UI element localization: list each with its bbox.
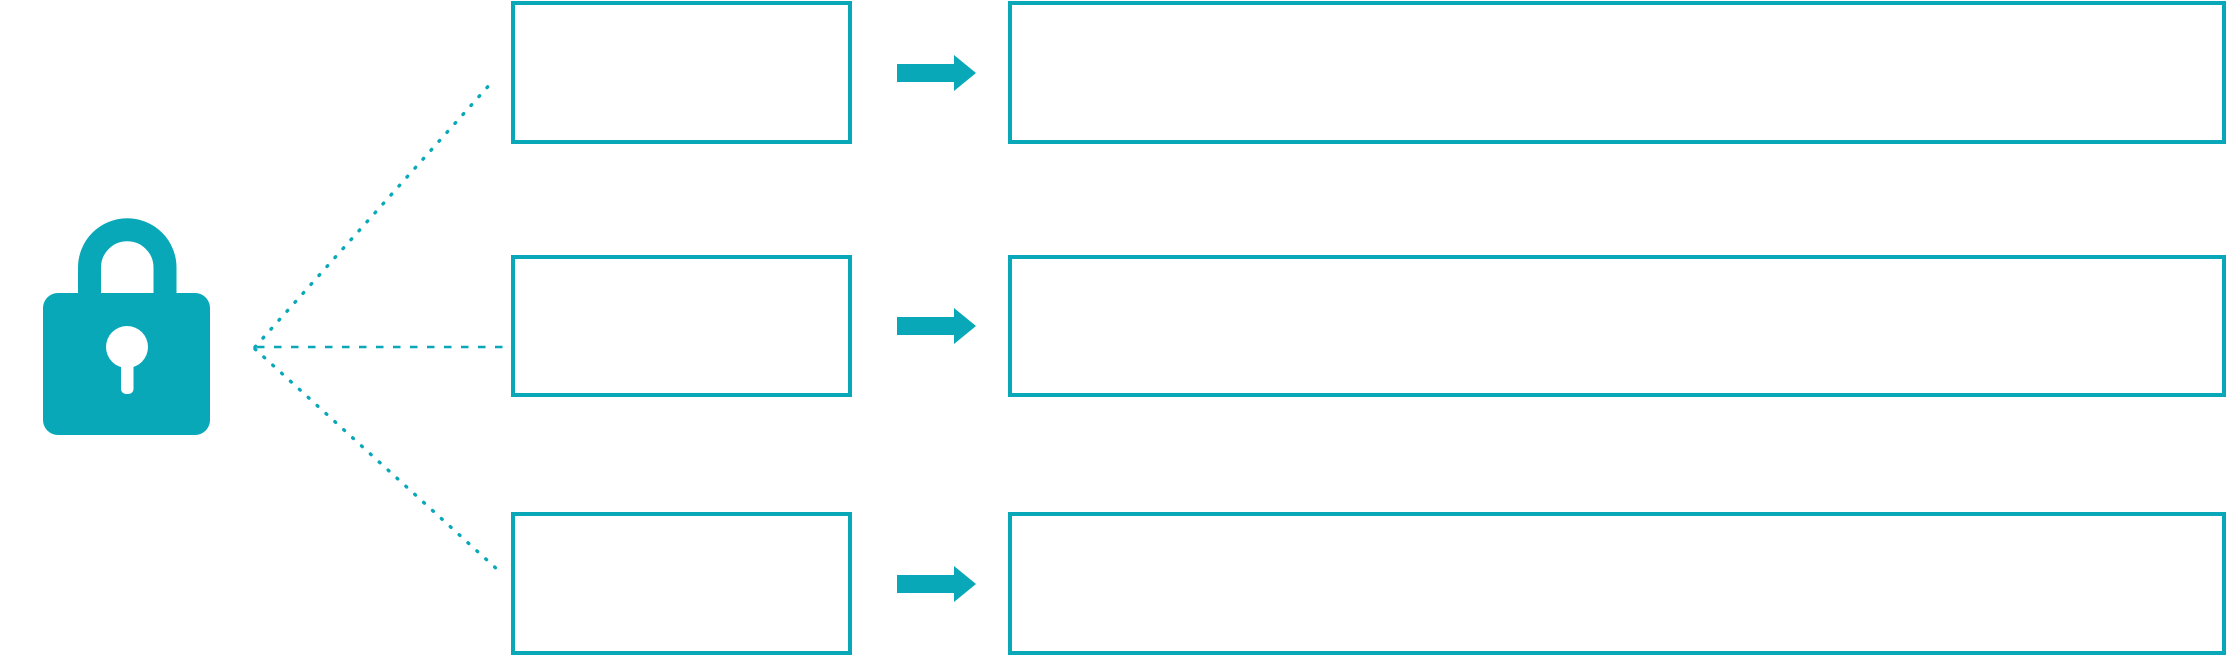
source-box bbox=[511, 1, 852, 144]
connector-lines bbox=[253, 80, 503, 573]
diagram-row bbox=[0, 255, 2229, 397]
source-box bbox=[511, 255, 852, 397]
right-arrow-icon bbox=[897, 307, 977, 345]
padlock-shackle bbox=[78, 218, 177, 296]
target-box bbox=[1008, 255, 2226, 397]
source-box bbox=[511, 512, 852, 655]
right-arrow-icon bbox=[897, 565, 977, 603]
padlock-icon bbox=[43, 218, 210, 435]
right-arrow-icon bbox=[897, 54, 977, 92]
target-box bbox=[1008, 1, 2226, 144]
diagram-row bbox=[0, 512, 2229, 655]
connector-line-bottom bbox=[253, 347, 501, 573]
diagram-row bbox=[0, 1, 2229, 144]
target-box bbox=[1008, 512, 2226, 655]
connector-line-top bbox=[253, 80, 494, 349]
keyhole-stem bbox=[121, 347, 134, 394]
